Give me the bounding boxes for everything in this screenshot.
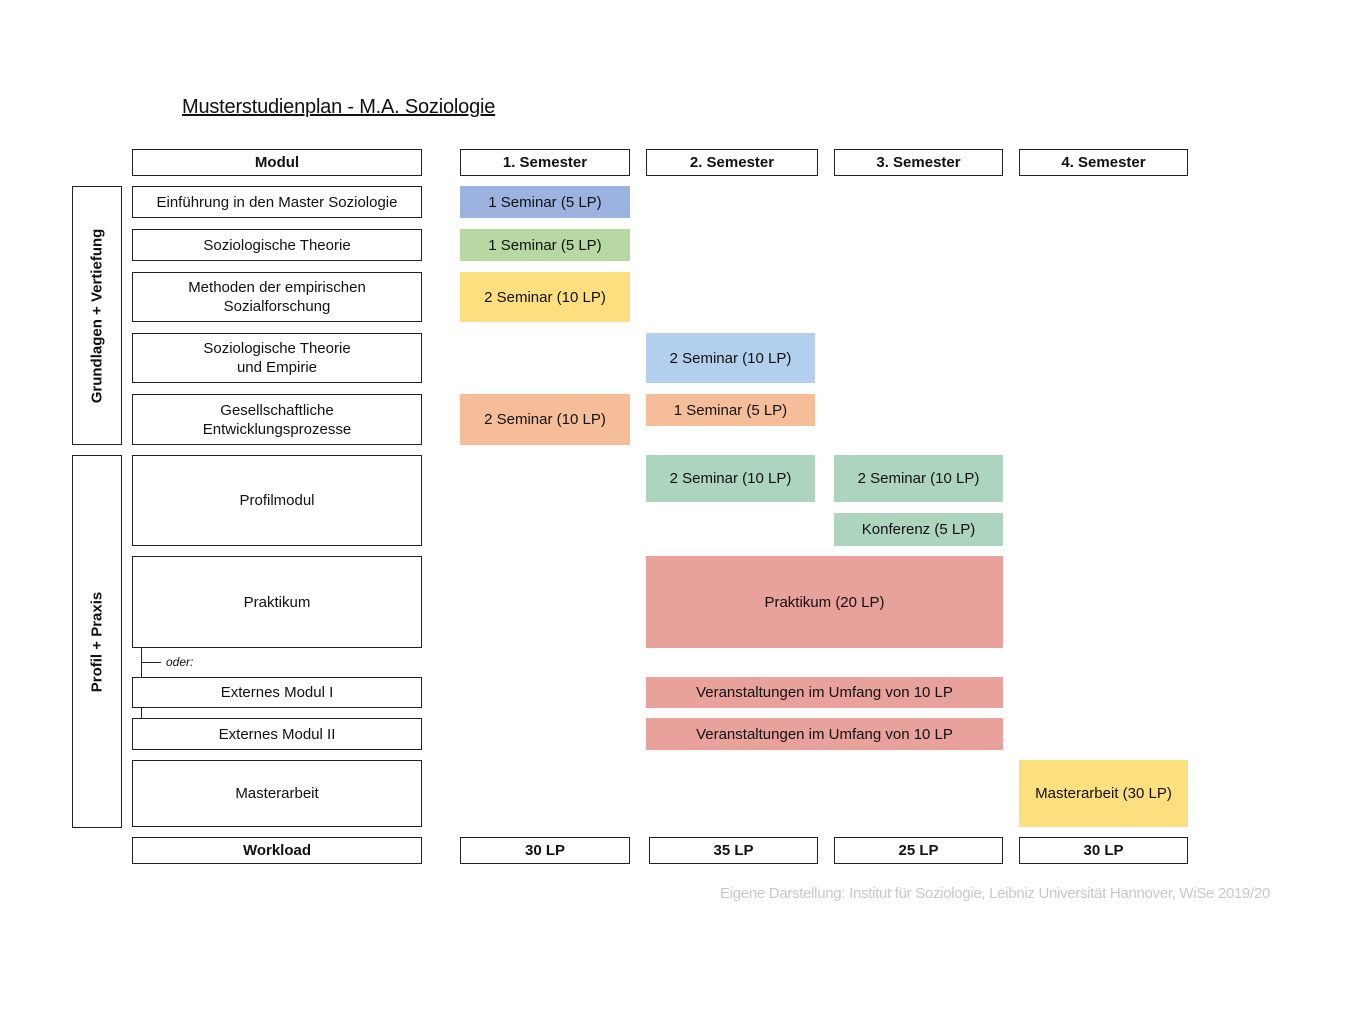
module-masterarbeit: Masterarbeit — [132, 760, 422, 827]
module-einfuehrung: Einführung in den Master Soziologie — [132, 186, 422, 218]
cell-gesellschaft-s2: 1 Seminar (5 LP) — [646, 394, 815, 426]
cell-praktikum-s23: Praktikum (20 LP) — [646, 556, 1003, 648]
header-semester-2: 2. Semester — [646, 149, 818, 176]
workload-s3: 25 LP — [834, 837, 1003, 864]
page-title: Musterstudienplan - M.A. Soziologie — [182, 96, 496, 118]
cell-externes-1-s23: Veranstaltungen im Umfang von 10 LP — [646, 677, 1003, 708]
group-grundlagen-label: Grundlagen + Vertiefung — [88, 228, 106, 403]
module-externes-1: Externes Modul I — [132, 677, 422, 708]
group-grundlagen-vertiefung: Grundlagen + Vertiefung — [72, 186, 122, 445]
cell-masterarbeit-s4: Masterarbeit (30 LP) — [1019, 760, 1188, 827]
module-methoden-line-1: Methoden der empirischen — [188, 279, 366, 296]
module-gesellschaftliche-line-1: Gesellschaftliche — [220, 401, 334, 419]
header-semester-3: 3. Semester — [834, 149, 1003, 176]
workload-label: Workload — [132, 837, 422, 864]
module-theorie-empirie: Soziologische Theorie und Empirie — [132, 333, 422, 383]
workload-s4: 30 LP — [1019, 837, 1188, 864]
cell-externes-2-s23: Veranstaltungen im Umfang von 10 LP — [646, 718, 1003, 750]
module-theorie-empirie-line-2: und Empirie — [236, 359, 318, 376]
cell-einfuehrung-s1: 1 Seminar (5 LP) — [460, 186, 630, 218]
cell-theorie-s1: 1 Seminar (5 LP) — [460, 229, 630, 261]
module-profilmodul: Profilmodul — [132, 455, 422, 546]
module-externes-2: Externes Modul II — [132, 718, 422, 750]
module-gesellschaftliche: Gesellschaftliche Entwicklungsprozesse — [132, 394, 422, 445]
group-profil-praxis: Profil + Praxis — [72, 455, 122, 828]
oder-connector-tick — [141, 662, 161, 663]
workload-s2: 35 LP — [649, 837, 818, 864]
header-semester-1: 1. Semester — [460, 149, 630, 176]
source-note: Eigene Darstellung: Institut für Soziolo… — [720, 885, 1271, 902]
cell-profil-s2: 2 Seminar (10 LP) — [646, 455, 815, 502]
module-methoden: Methoden der empirischen Sozialforschung — [132, 272, 422, 322]
header-semester-4: 4. Semester — [1019, 149, 1188, 176]
header-modul: Modul — [132, 149, 422, 176]
module-praktikum: Praktikum — [132, 556, 422, 648]
workload-s1: 30 LP — [460, 837, 630, 864]
module-theorie-empirie-line-1: Soziologische Theorie — [203, 340, 351, 357]
cell-konferenz-s3: Konferenz (5 LP) — [834, 513, 1003, 546]
module-soziologische-theorie: Soziologische Theorie — [132, 229, 422, 261]
cell-methoden-s1: 2 Seminar (10 LP) — [460, 272, 630, 322]
cell-theorie-empirie-s2: 2 Seminar (10 LP) — [646, 333, 815, 383]
module-methoden-line-2: Sozialforschung — [223, 298, 331, 315]
externes-connector-line — [141, 708, 142, 718]
cell-gesellschaft-s1: 2 Seminar (10 LP) — [460, 394, 630, 445]
group-profil-label: Profil + Praxis — [88, 591, 106, 692]
oder-label: oder: — [166, 655, 194, 669]
cell-profil-s3: 2 Seminar (10 LP) — [834, 455, 1003, 502]
module-gesellschaftliche-line-2: Entwicklungsprozesse — [202, 420, 352, 438]
